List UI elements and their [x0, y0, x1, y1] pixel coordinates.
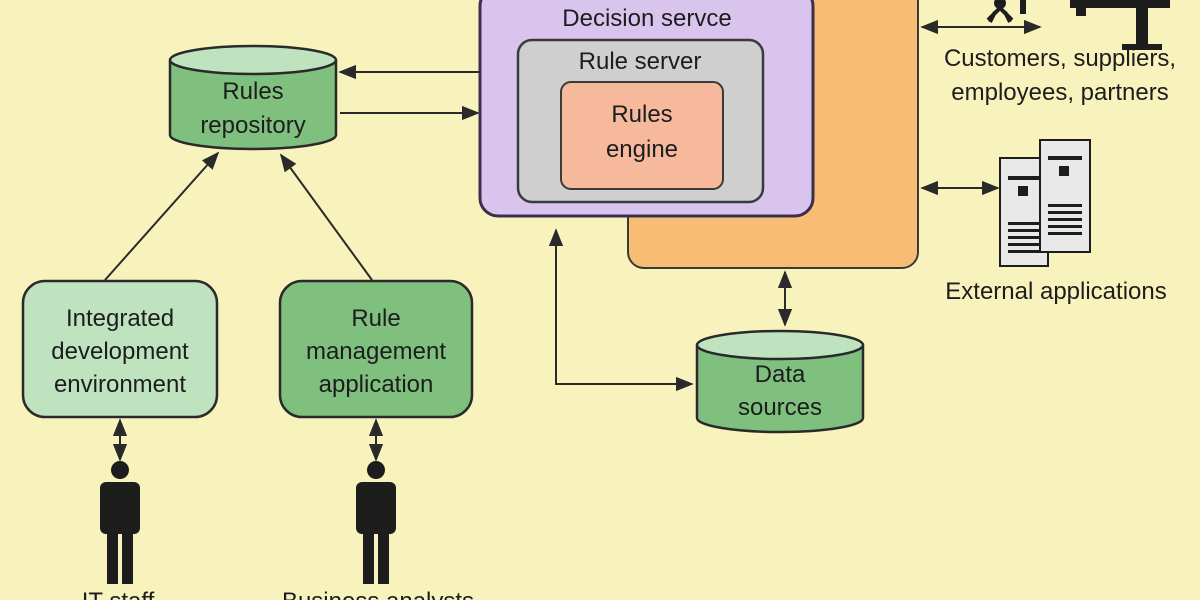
arrow-rulemgmt-to-repository — [279, 153, 373, 281]
arrow-decision-data-sources — [548, 228, 694, 392]
rules-engine-line2: engine — [606, 136, 678, 163]
data-sources-line2: sources — [738, 394, 822, 421]
it-staff-label: IT staff — [82, 588, 155, 600]
rule-management-application-box[interactable]: Rule management application — [278, 279, 474, 419]
customers-line1: Customers, suppliers, — [944, 45, 1176, 72]
customers-line2: employees, partners — [951, 79, 1168, 106]
ide-line3: environment — [54, 371, 186, 398]
rules-engine[interactable]: Rules engine — [560, 81, 724, 190]
decision-service-title: Decision servce — [562, 5, 731, 32]
rule-server-title: Rule server — [579, 48, 702, 75]
data-sources[interactable]: Data sources — [695, 329, 865, 434]
ide-box[interactable]: Integrated development environment — [21, 279, 219, 419]
data-sources-line1: Data — [755, 361, 806, 388]
ide-line1: Integrated — [66, 305, 174, 332]
rules-engine-line1: Rules — [611, 101, 672, 128]
external-apps-label: External applications — [945, 278, 1166, 305]
rules-repository-line1: Rules — [222, 78, 283, 105]
it-staff-person-icon — [100, 461, 140, 584]
rules-repository[interactable]: Rules repository — [168, 44, 338, 151]
rules-repository-line2: repository — [200, 112, 305, 139]
business-analysts-label: Business analysts — [282, 588, 474, 600]
rule-mgmt-line2: management — [306, 338, 446, 365]
rule-mgmt-line1: Rule — [351, 305, 400, 332]
business-analyst-person-icon — [356, 461, 396, 584]
arrow-ide-to-repository — [104, 151, 220, 281]
customer-person-icon — [986, 0, 1026, 23]
ide-line2: development — [51, 338, 189, 365]
customer-desk-icon — [1070, 0, 1170, 50]
server-icon-2 — [1039, 139, 1091, 253]
rule-mgmt-line3: application — [319, 371, 434, 398]
